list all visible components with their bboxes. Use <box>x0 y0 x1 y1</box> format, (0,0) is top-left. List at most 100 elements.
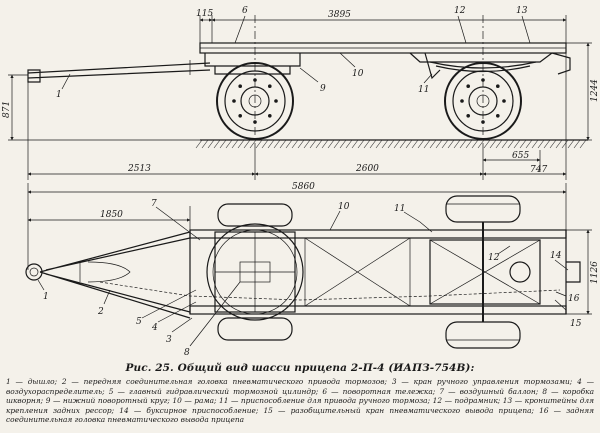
ground-hatch-stroke <box>273 139 281 149</box>
callout-8: 8 <box>184 348 190 358</box>
callout-12-side: 12 <box>454 6 466 16</box>
ground-hatch-stroke <box>261 139 269 149</box>
ground-hatch-stroke <box>495 139 503 149</box>
wheel-bolt <box>466 84 471 88</box>
dim-115: 115 <box>196 9 213 19</box>
ground-hatch-stroke <box>531 139 539 149</box>
ground-hatch-stroke <box>357 139 365 149</box>
ground-hatch-stroke <box>537 139 545 149</box>
ground-hatch-stroke <box>213 139 221 149</box>
callout-10-top: 10 <box>338 202 350 212</box>
dim-5860: 5860 <box>292 182 315 192</box>
drawbar-top <box>39 231 191 319</box>
dim-3895: 3895 <box>328 10 351 20</box>
rear-hitch-top <box>566 261 581 283</box>
ground-hatch-stroke <box>573 139 581 149</box>
callout-15: 15 <box>570 319 582 329</box>
ground-hatch-stroke <box>519 139 527 149</box>
callout-6: 6 <box>242 6 248 16</box>
ground-hatch-stroke <box>411 139 419 149</box>
callout-5: 5 <box>136 317 142 327</box>
ground-hatch <box>195 139 588 149</box>
dim-655: 655 <box>512 151 529 161</box>
ground-hatch-stroke <box>543 139 551 149</box>
ground-hatch-stroke <box>429 139 437 149</box>
callout-10-side: 10 <box>352 69 364 79</box>
dim-1244: 1244 <box>590 79 600 102</box>
ground-hatch-stroke <box>309 139 317 149</box>
ground-hatch-stroke <box>483 139 491 149</box>
chassis-drawing: 115 3895 871 1244 2513 2600 655 747 1 <box>2 6 600 358</box>
rear-right-tire <box>445 321 521 349</box>
rear-left-tire <box>445 195 521 223</box>
ground-hatch-stroke <box>321 139 329 149</box>
ground-hatch-stroke <box>417 139 425 149</box>
ground-hatch-stroke <box>471 139 479 149</box>
wheel-bolt <box>238 84 242 88</box>
front-left-tire <box>217 203 293 227</box>
ground-hatch-stroke <box>279 139 287 149</box>
callout-11-top: 11 <box>394 204 405 214</box>
rear-subframe <box>409 52 553 63</box>
dim-1850: 1850 <box>100 210 123 220</box>
callout-4: 4 <box>151 323 158 333</box>
towing-eye <box>25 263 43 281</box>
ground-hatch-stroke <box>333 139 341 149</box>
wheel-bolt <box>268 114 272 118</box>
ground-hatch-stroke <box>513 139 521 149</box>
ground-hatch-stroke <box>225 139 233 149</box>
ground-hatch-stroke <box>423 139 431 149</box>
callout-11-side: 11 <box>418 85 429 95</box>
callout-1-side: 1 <box>56 90 62 100</box>
dim-2513: 2513 <box>127 164 151 174</box>
figure-caption: Рис. 25. Общий вид шасси прицепа 2-П-4 (… <box>125 362 475 374</box>
ground-hatch-stroke <box>315 139 323 149</box>
ground-hatch-stroke <box>249 139 257 149</box>
callout-9: 9 <box>320 84 326 94</box>
ground-hatch-stroke <box>219 139 227 149</box>
ground-hatch-stroke <box>441 139 449 149</box>
ground-hatch-stroke <box>267 139 275 149</box>
ground-hatch-stroke <box>255 139 263 149</box>
wheel-bolt <box>268 84 272 88</box>
wheel-bolt <box>496 84 500 88</box>
ground-hatch-stroke <box>561 139 569 149</box>
dim-871: 871 <box>2 101 12 118</box>
ground-hatch-stroke <box>405 139 413 149</box>
callout-13: 13 <box>516 6 528 16</box>
ground-hatch-stroke <box>375 139 383 149</box>
callout-2: 2 <box>97 307 104 317</box>
ground-hatch-stroke <box>567 139 575 149</box>
ground-hatch-stroke <box>477 139 485 149</box>
ground-hatch-stroke <box>459 139 467 149</box>
drawbar-side <box>27 62 211 83</box>
front-right-tire <box>217 317 293 341</box>
ground-hatch-stroke <box>351 139 359 149</box>
ground-hatch-stroke <box>303 139 311 149</box>
ground-hatch-stroke <box>291 139 299 149</box>
ground-hatch-stroke <box>339 139 347 149</box>
front-bogie <box>204 53 301 75</box>
ground-hatch-stroke <box>507 139 515 149</box>
figure-legend: 1 — дышло; 2 — передняя соединительная г… <box>6 377 594 425</box>
callout-3: 3 <box>166 335 172 345</box>
callout-16: 16 <box>568 294 580 304</box>
ground-hatch-stroke <box>393 139 401 149</box>
wheel-bolt <box>238 114 242 118</box>
ground-hatch-stroke <box>555 139 563 149</box>
wheel-bolt <box>496 114 500 118</box>
wheel-bolt <box>232 99 236 103</box>
ground-hatch-stroke <box>363 139 371 149</box>
ground-hatch-stroke <box>237 139 245 149</box>
ground-hatch-stroke <box>231 139 239 149</box>
ground-hatch-stroke <box>387 139 395 149</box>
ground-hatch-stroke <box>345 139 353 149</box>
dim-1126: 1126 <box>590 261 600 284</box>
ground-hatch-stroke <box>327 139 335 149</box>
ground-hatch-stroke <box>285 139 293 149</box>
ground-hatch-stroke <box>195 139 203 149</box>
ground-hatch-stroke <box>501 139 509 149</box>
wheel-bolt <box>274 99 278 103</box>
ground-hatch-stroke <box>297 139 305 149</box>
wheel-bolt <box>466 114 471 118</box>
